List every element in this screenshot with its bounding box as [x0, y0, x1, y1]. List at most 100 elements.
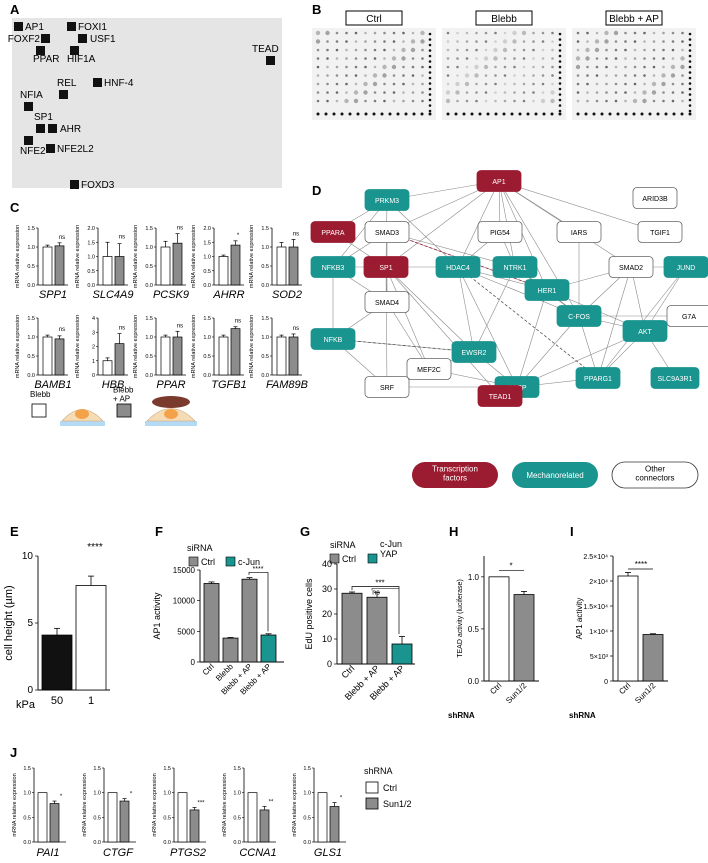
- c-bar-blebb-slc4a9: [102, 256, 113, 286]
- c-tick-label: 1.5: [145, 226, 153, 232]
- node-hdac4: [435, 256, 481, 278]
- blot-spot: [383, 99, 386, 103]
- blot-reference-spot: [534, 112, 538, 116]
- f-legend-cjun-label: c-Jun: [238, 557, 260, 567]
- node-label-arid3b: ARID3B: [642, 196, 668, 203]
- blot-reference-spot: [428, 60, 432, 63]
- j-gls1-bar-0: [317, 792, 328, 843]
- blot-spot: [411, 82, 415, 86]
- blot-spot: [421, 57, 424, 60]
- j-gls1-tick-label: 0.5: [303, 815, 311, 821]
- cell-cartoon-2-ap-disc: [152, 396, 190, 408]
- j-pai1-significance: *: [60, 794, 63, 800]
- f-bar-1: [222, 637, 239, 663]
- c-tick-label: 0.0: [261, 373, 269, 379]
- blot-spot: [354, 82, 358, 86]
- c-significance: *: [237, 233, 240, 239]
- blot-spot: [411, 74, 415, 77]
- blot-spot: [401, 47, 406, 53]
- j-ccna1-gene-label: CCNA1: [239, 847, 276, 859]
- edge-prkm3-hdac4: [386, 199, 459, 268]
- blot-spot: [595, 82, 599, 86]
- d-legend-mech-pill: [512, 462, 598, 488]
- blot-spot: [335, 82, 339, 86]
- blot-spot: [345, 31, 348, 35]
- factor-square-nfe2l2: [46, 144, 55, 153]
- blot-spot: [464, 81, 470, 87]
- j-ctgf-tick-label: 1.5: [93, 766, 101, 772]
- blot-spot: [494, 91, 497, 94]
- factor-square-nfe2: [24, 136, 33, 145]
- g-tick-label: 0: [327, 659, 332, 669]
- blot-spot: [671, 82, 675, 86]
- c-legend-blebb-ap-swatch: [116, 403, 132, 418]
- blot-spot: [643, 31, 646, 35]
- factor-label-nfia: NFIA: [20, 90, 43, 101]
- blot-spot: [605, 65, 608, 69]
- blot-spot: [465, 40, 469, 43]
- c-ylabel-ppar: mRNA relative expression: [133, 315, 139, 378]
- blot-reference-spot: [412, 112, 416, 116]
- c-tick-label: 0.5: [203, 269, 211, 275]
- blot-spot: [671, 57, 675, 60]
- blot-reference-spot: [428, 82, 432, 85]
- g-significance-inner: ns: [372, 590, 380, 597]
- d-legend-other-pill: [611, 461, 699, 489]
- blot-spot: [410, 39, 416, 44]
- j-ctgf-tick-label: 0.0: [93, 840, 101, 846]
- blot-spot: [541, 48, 545, 52]
- f-bar-0: [203, 583, 220, 663]
- blot-reference-spot: [372, 112, 376, 116]
- c-tick-label: 1.0: [27, 245, 35, 251]
- blot-spot: [671, 48, 675, 52]
- blot-spot: [364, 74, 367, 77]
- blot-spot: [595, 57, 599, 60]
- blot-spot: [465, 48, 469, 52]
- factor-square-foxd3: [70, 180, 79, 189]
- blot-spot: [475, 57, 478, 60]
- panel-a-background: [12, 18, 282, 188]
- blot-reference-spot: [640, 112, 644, 116]
- factor-label-usf1: USF1: [90, 34, 116, 45]
- blot-spot: [671, 99, 675, 103]
- blot-spot: [420, 39, 425, 44]
- j-legend-title: shRNA: [364, 766, 393, 776]
- blot-spot: [402, 31, 405, 35]
- c-tick-label: 0.5: [145, 264, 153, 270]
- blot-reference-spot: [558, 104, 562, 107]
- blot-spot: [624, 48, 627, 52]
- panel-label-b: B: [312, 2, 322, 17]
- blot-spot: [652, 40, 656, 43]
- factor-label-rel: REL: [57, 78, 77, 89]
- blot-spot: [316, 48, 320, 52]
- j-ccna1-tick-label: 0.5: [233, 815, 241, 821]
- e-significance: ****: [87, 542, 103, 553]
- blot-spot: [335, 74, 339, 77]
- c-significance: ns: [293, 326, 299, 332]
- node-nfkb: [310, 328, 356, 350]
- c-tick-label: 1.0: [145, 245, 153, 251]
- blot-spot: [494, 99, 497, 103]
- blot-reference-spot: [688, 93, 692, 96]
- edge-hdac4-csbp: [457, 266, 518, 388]
- blot-spot: [392, 91, 396, 94]
- i-tick-label: 5×10³: [590, 654, 609, 661]
- blot-spot: [642, 90, 647, 95]
- c-bar-blebb-ap-pcsk9: [172, 242, 183, 286]
- blot-spot: [503, 74, 507, 77]
- blot-spot: [326, 48, 329, 52]
- c-tick-label: 3: [92, 330, 95, 336]
- blot-spot: [364, 40, 367, 43]
- blot-spot: [551, 74, 554, 77]
- blot-spot: [586, 31, 589, 35]
- blot-spot: [513, 91, 516, 94]
- j-gls1-significance: *: [340, 796, 343, 802]
- blot-reference-spot: [494, 112, 498, 116]
- blot-spot: [335, 57, 339, 60]
- c-legend-blebb-label: Blebb: [30, 390, 51, 399]
- blot-spot: [364, 31, 367, 35]
- blot-reference-spot: [584, 112, 588, 116]
- node-label-c-fos: C-FOS: [568, 314, 590, 321]
- blot-spot: [446, 57, 450, 60]
